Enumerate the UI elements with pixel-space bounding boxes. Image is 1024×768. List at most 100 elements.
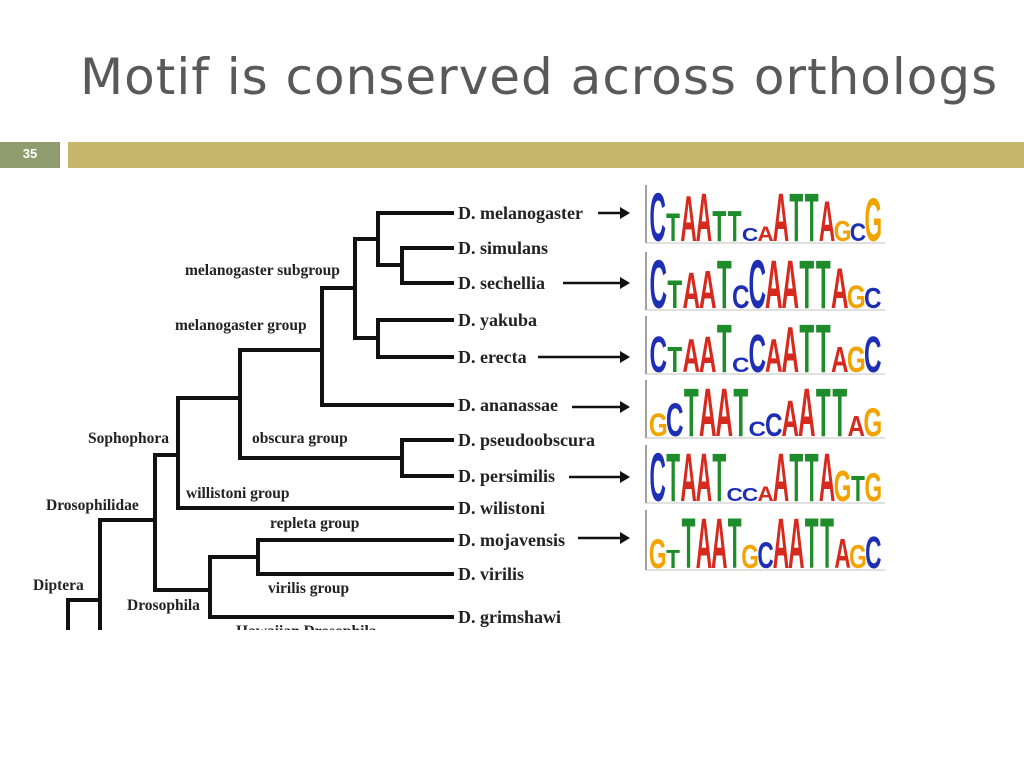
species-label: D. persimilis (458, 466, 555, 486)
logo-letter: T (799, 309, 814, 386)
tree-branches (66, 211, 454, 642)
group-label: willistoni group (186, 485, 290, 502)
logo-letter: G (649, 408, 668, 444)
species-label: D. ananassae (458, 395, 558, 415)
logo-letter: T (805, 179, 819, 256)
species-label: D. grimshawi (458, 607, 561, 627)
species-label: D. erecta (458, 347, 527, 367)
logo-letter: T (728, 505, 742, 585)
group-label: Sophophora (88, 430, 169, 447)
logo-letter: T (667, 272, 682, 317)
logo-letter: C (666, 393, 684, 446)
logo-letter: C (649, 327, 667, 383)
species-label: D. yakuba (458, 310, 537, 330)
logo-letter: C (727, 485, 744, 505)
logo-letter: T (816, 373, 831, 450)
species-label: D. virilis (458, 564, 524, 584)
logo-letter: C (765, 408, 783, 444)
group-label: melanogaster group (175, 317, 307, 334)
logo-letter: G (649, 532, 667, 578)
logo-letter: A (699, 259, 717, 320)
species-label: D. mojavensis (458, 530, 565, 550)
logo-letter: T (666, 439, 680, 516)
logo-letter: A (696, 179, 712, 256)
logo-letter: G (834, 463, 852, 511)
logo-letter: C (850, 219, 866, 247)
logo-letter: T (717, 245, 732, 322)
group-labels: melanogaster subgroup melanogaster group… (33, 262, 377, 640)
logo-letter: A (699, 327, 717, 383)
arrow-melanogaster (598, 207, 630, 219)
logo-letter: T (684, 373, 699, 450)
group-label: virilis group (268, 580, 349, 597)
logo-letter: T (666, 205, 680, 249)
logo-letter: T (728, 203, 742, 251)
arrow-sechellia (563, 277, 630, 289)
logo-letter: A (682, 329, 700, 382)
logo-letter: A (757, 481, 773, 505)
logo-letter: A (819, 439, 835, 516)
logo-letter: T (682, 505, 696, 585)
logo-letter: G (847, 280, 866, 316)
logo-letter: C (748, 323, 766, 384)
logo-letter: T (717, 309, 732, 386)
logo-letter: A (696, 439, 712, 516)
group-label: Diptera (33, 577, 84, 594)
logo-letter: G (864, 465, 882, 509)
slide-number: 35 (22, 146, 38, 161)
logo-letter: C (649, 245, 667, 322)
logo-letter: G (847, 339, 866, 380)
logo-letter: C (650, 179, 666, 256)
logo-letter: C (864, 327, 882, 383)
group-label: repleta group (270, 515, 359, 532)
logo-letter: T (816, 309, 831, 386)
logo-letter: T (789, 179, 803, 256)
logo-letter: T (666, 546, 680, 575)
logo-letter: T (733, 373, 748, 450)
logo-letter: T (832, 373, 847, 450)
slide-number-box (0, 142, 60, 168)
logo-letter: A (819, 190, 835, 255)
logo-letter: C (865, 528, 881, 579)
header-accent-bar (68, 142, 1024, 168)
logo-letter: C (864, 282, 882, 314)
logo-letter: T (799, 245, 814, 322)
logo-letter: C (748, 245, 766, 322)
logo-letter: A (831, 339, 849, 380)
species-labels: D. melanogaster D. simulans D. sechellia… (458, 203, 595, 627)
logo-letter: A (680, 439, 696, 516)
arrow-mojavensis (578, 532, 630, 544)
logo-letter: C (732, 352, 750, 376)
logo-letter: C (757, 534, 773, 576)
logo-letter: G (863, 400, 882, 445)
logo-letter: A (831, 257, 849, 321)
logo-letter: A (773, 505, 789, 585)
logo-letter: T (820, 505, 834, 585)
logo-letter: A (765, 245, 783, 322)
logo-letter: A (798, 373, 816, 450)
species-label: D. wilistoni (458, 498, 545, 518)
logo-letter: A (773, 179, 789, 256)
arrow-persimilis (569, 471, 630, 483)
logo-letter: G (741, 539, 759, 577)
arrow-erecta (538, 351, 630, 363)
logo-letter: A (773, 439, 789, 516)
logo-letter: T (667, 339, 682, 380)
logo-letter: A (847, 410, 865, 442)
arrows (538, 207, 630, 544)
logo-letter: C (748, 416, 766, 440)
species-label: D. pseudoobscura (458, 430, 595, 450)
logo-letter: C (650, 439, 666, 516)
logo-letter: T (805, 505, 819, 585)
logo-letter: A (680, 184, 696, 256)
logo-letter: A (765, 329, 783, 382)
logo-letter: A (711, 505, 727, 585)
logo-letter: T (805, 439, 819, 516)
logo-letter: G (864, 185, 882, 254)
slide-title: Motif is conserved across orthologs (80, 48, 999, 106)
